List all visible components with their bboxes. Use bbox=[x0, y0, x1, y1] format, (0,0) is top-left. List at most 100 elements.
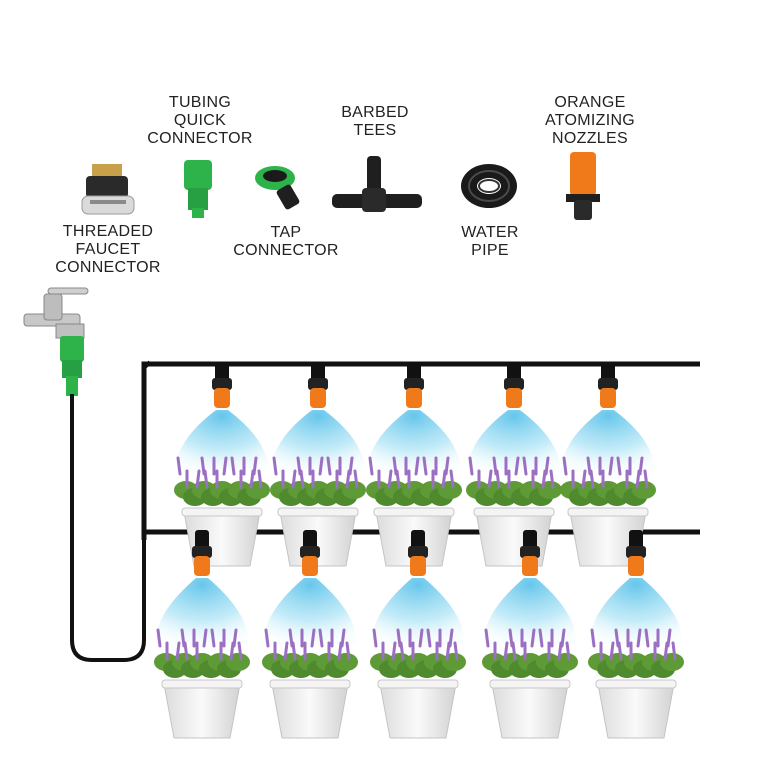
lavender-spike bbox=[644, 628, 650, 648]
lavender-spike bbox=[608, 456, 614, 476]
lavender-spike bbox=[468, 456, 474, 476]
lavender-spike bbox=[581, 469, 587, 489]
lavender-spike bbox=[590, 628, 596, 648]
lavender-spike bbox=[492, 456, 498, 476]
leaf bbox=[538, 481, 562, 499]
lavender-spike bbox=[609, 641, 615, 661]
lavender-spike bbox=[565, 641, 571, 661]
lavender-spike bbox=[586, 456, 592, 476]
lavender-spike bbox=[202, 628, 208, 648]
lavender-spike bbox=[345, 641, 351, 661]
flower-pot bbox=[163, 683, 241, 739]
mist-cone bbox=[589, 578, 683, 644]
lavender-spike bbox=[180, 628, 186, 648]
lavender-spike bbox=[557, 641, 563, 661]
nozzle bbox=[406, 388, 422, 408]
leaf bbox=[554, 653, 578, 671]
lavender-spike bbox=[441, 469, 447, 489]
lavender-spike bbox=[195, 469, 201, 489]
lavender-spike bbox=[508, 628, 514, 648]
lavender-spike bbox=[643, 469, 649, 489]
nozzle bbox=[600, 388, 616, 408]
lavender-spike bbox=[272, 456, 278, 476]
misting-unit bbox=[370, 530, 466, 739]
lavender-spike bbox=[449, 469, 455, 489]
mist-cone bbox=[467, 410, 561, 472]
misting-unit bbox=[560, 362, 656, 567]
mist-cone bbox=[367, 410, 461, 472]
lavender-spike bbox=[616, 456, 622, 476]
water-pipe-icon bbox=[461, 164, 517, 208]
lavender-spike bbox=[283, 641, 289, 661]
label-tap-connector: TAP CONNECTOR bbox=[233, 224, 339, 259]
misting-unit bbox=[262, 530, 358, 739]
flower-pot bbox=[597, 683, 675, 739]
lavender-spike bbox=[387, 469, 393, 489]
lavender-spike bbox=[175, 641, 181, 661]
leaf bbox=[632, 481, 656, 499]
mist-cone bbox=[483, 578, 577, 644]
lavender-spike bbox=[422, 456, 428, 476]
flower-pot bbox=[379, 683, 457, 739]
lavender-spike bbox=[614, 628, 620, 648]
misting-unit bbox=[174, 362, 270, 567]
label-orange-atomizing-nozzles: ORANGE ATOMIZING NOZZLES bbox=[544, 94, 636, 147]
lavender-spike bbox=[484, 628, 490, 648]
lavender-spike bbox=[663, 641, 669, 661]
leaf bbox=[334, 653, 358, 671]
lavender-spike bbox=[372, 628, 378, 648]
misting-unit bbox=[466, 362, 562, 567]
misting-unit bbox=[270, 362, 366, 567]
tubing-quick-connector-icon bbox=[184, 160, 212, 218]
nozzle bbox=[506, 388, 522, 408]
leaf bbox=[226, 653, 250, 671]
mist-cone bbox=[271, 410, 365, 472]
lavender-spike bbox=[310, 628, 316, 648]
lavender-spike bbox=[249, 469, 255, 489]
lavender-spike bbox=[562, 456, 568, 476]
lavender-spike bbox=[368, 456, 374, 476]
leaf bbox=[442, 653, 466, 671]
label-water-pipe: WATER PIPE bbox=[461, 224, 519, 259]
lavender-spike bbox=[414, 456, 420, 476]
lavender-spike bbox=[538, 628, 544, 648]
lavender-spike bbox=[530, 628, 536, 648]
lavender-spike bbox=[353, 469, 359, 489]
lavender-spike bbox=[156, 628, 162, 648]
mist-cone bbox=[561, 410, 655, 472]
lavender-spike bbox=[326, 456, 332, 476]
lavender-spike bbox=[391, 641, 397, 661]
nozzle bbox=[310, 388, 326, 408]
nozzle bbox=[302, 556, 318, 576]
flower-pot bbox=[491, 683, 569, 739]
lavender-spike bbox=[522, 456, 528, 476]
nozzle bbox=[194, 556, 210, 576]
lavender-spike bbox=[445, 641, 451, 661]
leaf bbox=[246, 481, 270, 499]
leaf bbox=[438, 481, 462, 499]
nozzle bbox=[628, 556, 644, 576]
lavender-spike bbox=[222, 456, 228, 476]
lavender-spike bbox=[229, 641, 235, 661]
nozzle bbox=[214, 388, 230, 408]
lavender-spike bbox=[635, 469, 641, 489]
nozzle bbox=[410, 556, 426, 576]
lavender-spike bbox=[257, 469, 263, 489]
mist-cone bbox=[155, 578, 249, 644]
lavender-spike bbox=[426, 628, 432, 648]
label-barbed-tees: BARBED TEES bbox=[341, 104, 409, 139]
lavender-spike bbox=[176, 456, 182, 476]
tap-connector-icon bbox=[255, 166, 300, 210]
lavender-spike bbox=[200, 456, 206, 476]
lavender-spike bbox=[392, 456, 398, 476]
label-tubing-quick-connector: TUBING QUICK CONNECTOR bbox=[147, 94, 253, 147]
lavender-spike bbox=[296, 456, 302, 476]
leaf bbox=[660, 653, 684, 671]
misting-unit bbox=[154, 530, 250, 739]
lavender-spike bbox=[453, 641, 459, 661]
lavender-spike bbox=[237, 641, 243, 661]
lavender-spike bbox=[514, 456, 520, 476]
lavender-spike bbox=[210, 628, 216, 648]
misting-unit bbox=[588, 530, 684, 739]
